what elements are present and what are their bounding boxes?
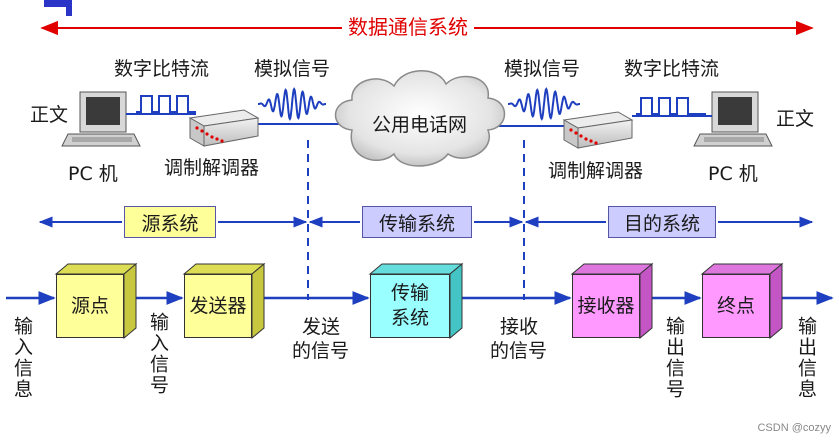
label-digital-bitstream-left: 数字比特流 [114,58,210,80]
bitstream-left-icon [136,95,196,113]
block-transmitter-depth [182,263,266,275]
label-modem-right: 调制解调器 [548,160,644,182]
block-source-point: 源点 [56,274,124,338]
label-analog-signal-left: 模拟信号 [254,58,331,80]
block-transmission-depth [368,263,464,275]
analog-wave-right-icon [508,87,580,121]
system-destination-box: 目的系统 [608,206,716,238]
modem-left-icon [188,109,260,147]
block-receiver: 接收器 [572,274,640,338]
label-output-info: 输出信息 [795,316,817,400]
analog-wave-left-icon [258,87,326,121]
label-input-info: 输入信息 [11,316,33,400]
label-modem-left: 调制解调器 [164,157,260,179]
system-source-box: 源系统 [124,206,216,238]
modem-right-icon [562,111,634,149]
block-transmission-line2: 系统 [390,307,429,329]
block-transmission-line1: 传输 [390,282,429,305]
block-destination-point: 终点 [702,274,770,338]
system-transmission-box: 传输系统 [362,206,472,238]
label-pc-left: PC 机 [68,163,118,185]
block-receiver-depth [570,263,654,275]
label-sent-signal-line2: 的信号 [292,340,350,362]
telephone-network-cloud [334,70,506,167]
label-text-left: 正文 [30,104,69,126]
label-recv-signal-line1: 接收 [500,316,539,338]
block-destination-depth [700,263,784,275]
label-sent-signal-line1: 发送 [302,316,341,338]
diagram-title: 数据通信系统 [342,17,474,37]
label-text-right: 正文 [776,108,815,130]
label-input-signal: 输入信号 [147,312,169,396]
label-output-signal: 输出信号 [663,316,685,400]
corner-logo [44,0,72,16]
label-pc-right: PC 机 [708,163,758,185]
watermark: CSDN @cozyy [757,422,831,434]
label-recv-signal-line2: 的信号 [490,340,548,362]
label-analog-signal-right: 模拟信号 [504,58,581,80]
label-digital-bitstream-right: 数字比特流 [624,58,720,80]
bitstream-right-icon [636,97,706,115]
block-transmitter: 发送器 [184,274,252,338]
label-telephone-network: 公用电话网 [372,114,468,136]
pc-right-icon [693,91,773,147]
block-source-depth [54,263,138,275]
pc-left-icon [61,91,141,147]
block-transmission-system: 传输 系统 [370,274,450,338]
